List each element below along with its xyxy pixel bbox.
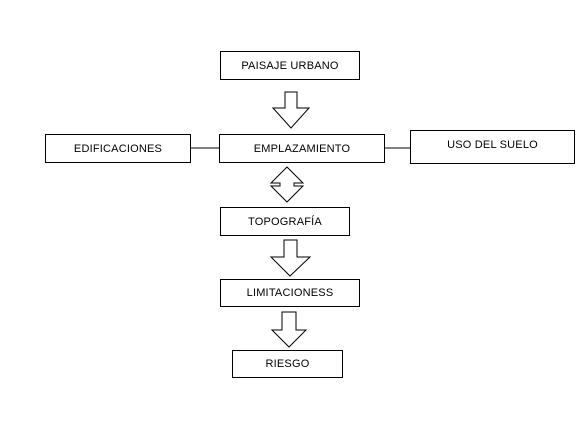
node-riesgo: RIESGO bbox=[232, 350, 343, 378]
node-uso-del-suelo: USO DEL SUELO bbox=[410, 130, 575, 164]
node-paisaje-urbano-label: PAISAJE URBANO bbox=[241, 59, 339, 72]
arrow-emplazamiento-topografia bbox=[269, 166, 305, 203]
arrow-paisaje-to-emplazamiento bbox=[271, 91, 311, 129]
node-edificaciones-label: EDIFICACIONES bbox=[73, 142, 163, 155]
node-emplazamiento-label: EMPLAZAMIENTO bbox=[253, 142, 351, 155]
node-uso-del-suelo-label: USO DEL SUELO bbox=[447, 139, 538, 151]
arrow-limitaciones-to-riesgo bbox=[270, 311, 308, 348]
node-limitaciones-label: LIMITACIONESS bbox=[246, 287, 334, 299]
node-paisaje-urbano: PAISAJE URBANO bbox=[220, 51, 360, 80]
node-limitaciones: LIMITACIONESS bbox=[220, 279, 360, 307]
arrow-topografia-to-limitaciones bbox=[269, 239, 312, 277]
node-edificaciones: EDIFICACIONES bbox=[45, 134, 191, 163]
node-topografia: TOPOGRAFÍA bbox=[220, 207, 350, 236]
node-riesgo-label: RIESGO bbox=[265, 358, 310, 370]
node-emplazamiento: EMPLAZAMIENTO bbox=[219, 134, 385, 163]
node-topografia-label: TOPOGRAFÍA bbox=[248, 215, 322, 228]
